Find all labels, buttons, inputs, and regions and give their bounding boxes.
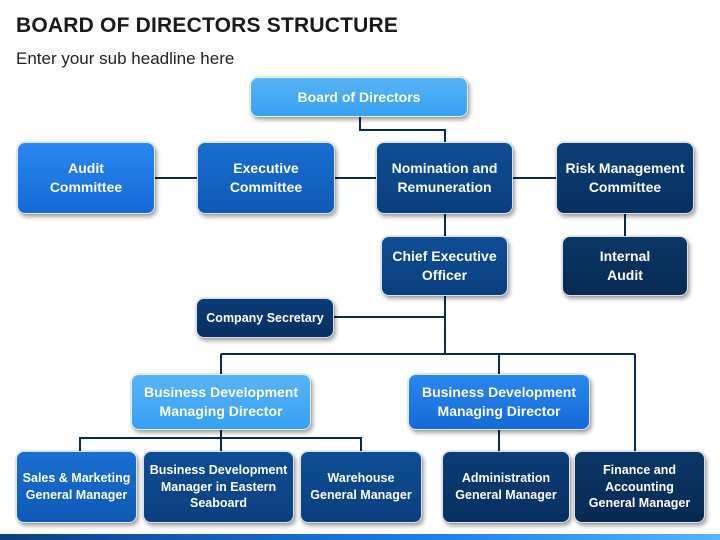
node-label-line: Committee <box>588 179 662 195</box>
node-label-line: General Manager <box>588 496 691 511</box>
node-company-secretary[interactable]: Company Secretary <box>195 297 335 339</box>
node-label-line: Officer <box>421 267 468 283</box>
node-label-line: Committee <box>229 179 303 195</box>
node-label-line: Committee <box>49 179 123 195</box>
node-label-line: Business Development <box>143 384 299 401</box>
bottom-accent-bar <box>0 534 720 540</box>
node-label-line: Business Development <box>421 384 577 401</box>
node-label-line: Nomination and <box>391 160 498 177</box>
node-label-line: Company Secretary <box>206 310 324 325</box>
node-label-line: Remuneration <box>397 179 492 195</box>
node-label-line: Managing Director <box>159 403 283 419</box>
node-label-line: Risk Management <box>565 160 685 177</box>
node-label-line: General Manager <box>455 488 557 502</box>
node-label-line: Chief Executive <box>392 248 497 265</box>
node-label-line: General Manager <box>25 488 128 502</box>
node-label-line: Finance and <box>603 462 676 477</box>
node-label-line: Executive <box>233 160 299 177</box>
node-board-of-directors[interactable]: Board of Directors <box>249 76 469 118</box>
node-label-line: Board of Directors <box>297 88 421 105</box>
connector-left-director-down <box>79 430 362 451</box>
node-label-line: Seaboard <box>190 496 247 511</box>
node-label-line: Internal <box>599 248 651 265</box>
node-label-line: Administration <box>461 471 551 486</box>
page-subtitle: Enter your sub headline here <box>16 49 235 68</box>
connector-board-nomination <box>359 117 446 142</box>
node-label-line: Sales & Marketing <box>22 471 131 486</box>
connector-director-split <box>220 353 636 451</box>
node-label-line: Business Development <box>149 462 288 477</box>
node-label-line: Warehouse <box>327 471 395 486</box>
node-label-line: Manager in Eastern <box>160 479 277 494</box>
node-label-line: Managing Director <box>437 403 561 419</box>
node-label-line: Audit <box>68 160 104 177</box>
node-label: Company Secretary <box>206 310 323 327</box>
node-label-line: Audit <box>607 267 643 283</box>
page-title: BOARD OF DIRECTORS STRUCTURE <box>16 14 399 37</box>
node-label-line: General Manager <box>310 488 412 502</box>
node-label: Board of Directors <box>298 88 421 107</box>
node-label-line: Accounting <box>605 479 674 494</box>
